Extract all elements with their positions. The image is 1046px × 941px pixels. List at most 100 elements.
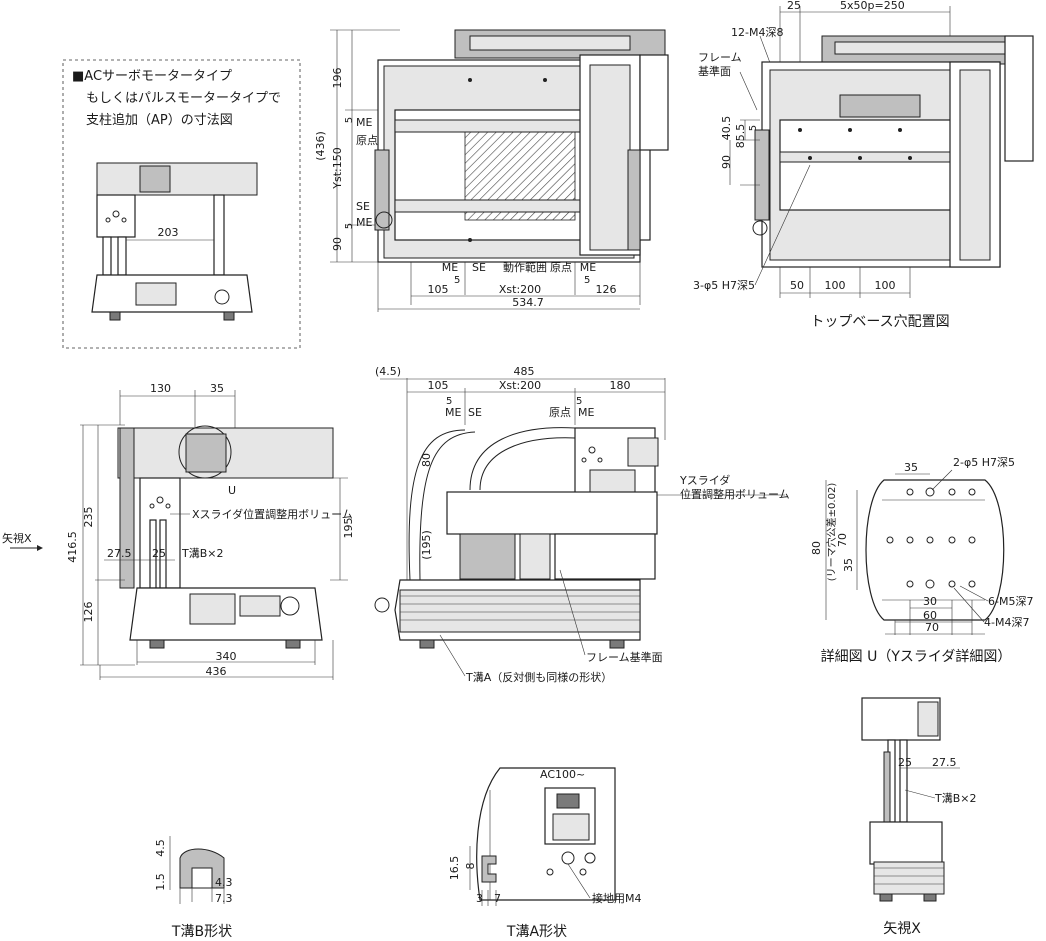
tas-d7: 7	[494, 892, 501, 905]
tas-d8: 8	[464, 863, 477, 870]
tbs-d43: 4.3	[215, 876, 233, 889]
tv-d5b: 5	[344, 223, 355, 229]
sv-me1: ME	[445, 406, 461, 419]
tas-caption: T溝A形状	[506, 924, 567, 940]
du-d80: 80	[810, 541, 823, 555]
sv-d180: 180	[610, 379, 631, 392]
tv-se1: SE	[356, 200, 370, 213]
detail-u-holes	[886, 487, 976, 589]
tb-frame1: フレーム	[698, 51, 742, 64]
du-caption: 詳細図 U（Yスライダ詳細図）	[821, 649, 1012, 665]
sv-d485: 485	[514, 365, 535, 378]
fv-d4165: 416.5	[66, 531, 79, 563]
tv-me-b2: ME	[580, 261, 596, 274]
fv-u: U	[228, 484, 236, 497]
fv-tb2: T溝B×2	[181, 547, 223, 560]
fv-d130: 130	[150, 382, 171, 395]
tb-d50: 50	[790, 279, 804, 292]
tbs-d15: 1.5	[154, 873, 167, 891]
inset-dim-203: 203	[158, 226, 179, 239]
tv-genten1: 原点	[356, 134, 378, 147]
fv-arrow-x: 矢視X	[2, 531, 32, 545]
fv-d235: 235	[82, 507, 95, 528]
tv-d196: 196	[331, 68, 344, 89]
du-ream: (リーマ穴公差±0.02)	[825, 483, 838, 582]
tv-five-b2: 5	[584, 275, 590, 286]
front-view-drawing: 130 35 U Xスライダ位置調整用ボリューム 416.5 235 126 1…	[2, 382, 355, 680]
tslot-a-shape: AC100~ 16.5 8 3 7 接地用M4 T溝A形状	[448, 767, 642, 940]
sv-yvol2: 位置調整用ボリューム	[680, 487, 790, 501]
fv-d126: 126	[82, 602, 95, 623]
top-base-hole-layout: 25 5x50p=250 12-M4深8 フレーム 基準面 40.	[693, 0, 1034, 330]
av-d25: 25	[898, 756, 912, 769]
tb-pitch: 5x50p=250	[840, 0, 905, 12]
tb-d5: 5	[748, 125, 759, 131]
du-hole: 2-φ5 H7深5	[953, 456, 1015, 469]
av-tb2: T溝B×2	[934, 792, 976, 805]
inset-ap-drawing: ■ACサーボモータータイプ もしくはパルスモータータイプで 支柱追加（AP）の寸…	[62, 59, 301, 349]
sv-ta: T溝A（反対側も同様の形状）	[465, 670, 612, 684]
tbs-d45: 4.5	[154, 839, 167, 857]
fv-d25: 25	[152, 547, 166, 560]
tslot-b-shape: 4.5 1.5 4.3 7.3 T溝B形状	[154, 836, 233, 940]
du-d70: 70	[836, 533, 849, 547]
fv-d275: 27.5	[107, 547, 132, 560]
fv-d195: 195	[342, 518, 355, 539]
sv-se1: SE	[468, 406, 482, 419]
du-d35b: 35	[842, 558, 855, 572]
du-d30: 30	[923, 595, 937, 608]
sv-xst: Xst:200	[499, 379, 541, 392]
tb-caption: トップベース穴配置図	[810, 314, 949, 330]
tas-d3: 3	[476, 892, 483, 905]
tb-d90: 90	[720, 155, 733, 169]
tv-five-b1: 5	[454, 275, 460, 286]
tb-d100a: 100	[825, 279, 846, 292]
tv-d90: 90	[331, 237, 344, 251]
tv-d105: 105	[428, 283, 449, 296]
sv-d45: (4.5)	[375, 365, 401, 378]
inset-title-line1: ■ACサーボモータータイプ	[72, 69, 232, 84]
du-d35: 35	[904, 461, 918, 474]
tv-d5a: 5	[344, 117, 355, 123]
tb-d100b: 100	[875, 279, 896, 292]
tv-xst: Xst:200	[499, 283, 541, 296]
tb-d855: 85.5	[734, 124, 747, 149]
tb-m4: 12-M4深8	[731, 26, 783, 39]
tas-d165: 16.5	[448, 856, 461, 881]
top-view-drawing: 196 (436) Yst:150 90 5 ME 原点 SE 5 ME	[314, 29, 669, 312]
sv-me2: ME	[578, 406, 594, 419]
inset-title-line2: もしくはパルスモータータイプで	[86, 91, 281, 106]
av-d275: 27.5	[932, 756, 957, 769]
tb-hole: 3-φ5 H7深5	[693, 279, 755, 292]
du-d70b: 70	[925, 621, 939, 634]
fv-xvol: Xスライダ位置調整用ボリューム	[192, 507, 353, 521]
tv-range: 動作範囲	[503, 260, 547, 274]
inset-title-line3: 支柱追加（AP）の寸法図	[86, 112, 233, 128]
tv-d436: (436)	[314, 131, 327, 161]
tbs-d73: 7.3	[215, 892, 233, 905]
tv-ystlabel: Yst:150	[331, 147, 344, 189]
tv-d5347: 534.7	[512, 296, 544, 309]
tv-me1: ME	[356, 116, 372, 129]
sv-d195: (195)	[420, 530, 433, 560]
fv-d340: 340	[216, 650, 237, 663]
tb-d405: 40.5	[720, 116, 733, 141]
arrow-view-x-drawing: 25 27.5 T溝B×2 矢視X	[861, 697, 976, 937]
sv-five1: 5	[446, 396, 452, 407]
du-m4: 4-M4深7	[984, 616, 1029, 629]
tv-d126: 126	[596, 283, 617, 296]
tb-d25: 25	[787, 0, 801, 12]
sv-genten: 原点	[549, 406, 571, 419]
sv-d80: 80	[420, 453, 433, 467]
tas-ac: AC100~	[540, 768, 585, 781]
side-view-drawing: (4.5) 485 105 Xst:200 180 5 5 ME SE 原点 M…	[374, 365, 790, 684]
sv-yvol1: Yスライダ	[679, 473, 730, 487]
av-caption: 矢視X	[883, 921, 921, 937]
tv-genten-b: 原点	[550, 261, 572, 274]
sv-five2: 5	[576, 396, 582, 407]
tbs-caption: T溝B形状	[171, 924, 232, 940]
tv-me2: ME	[356, 216, 372, 229]
tv-me-b: ME	[442, 261, 458, 274]
detail-u-drawing: 35 2-φ5 H7深5 80 70 (リーマ穴公差±0.02) 35 30 6…	[810, 456, 1033, 665]
